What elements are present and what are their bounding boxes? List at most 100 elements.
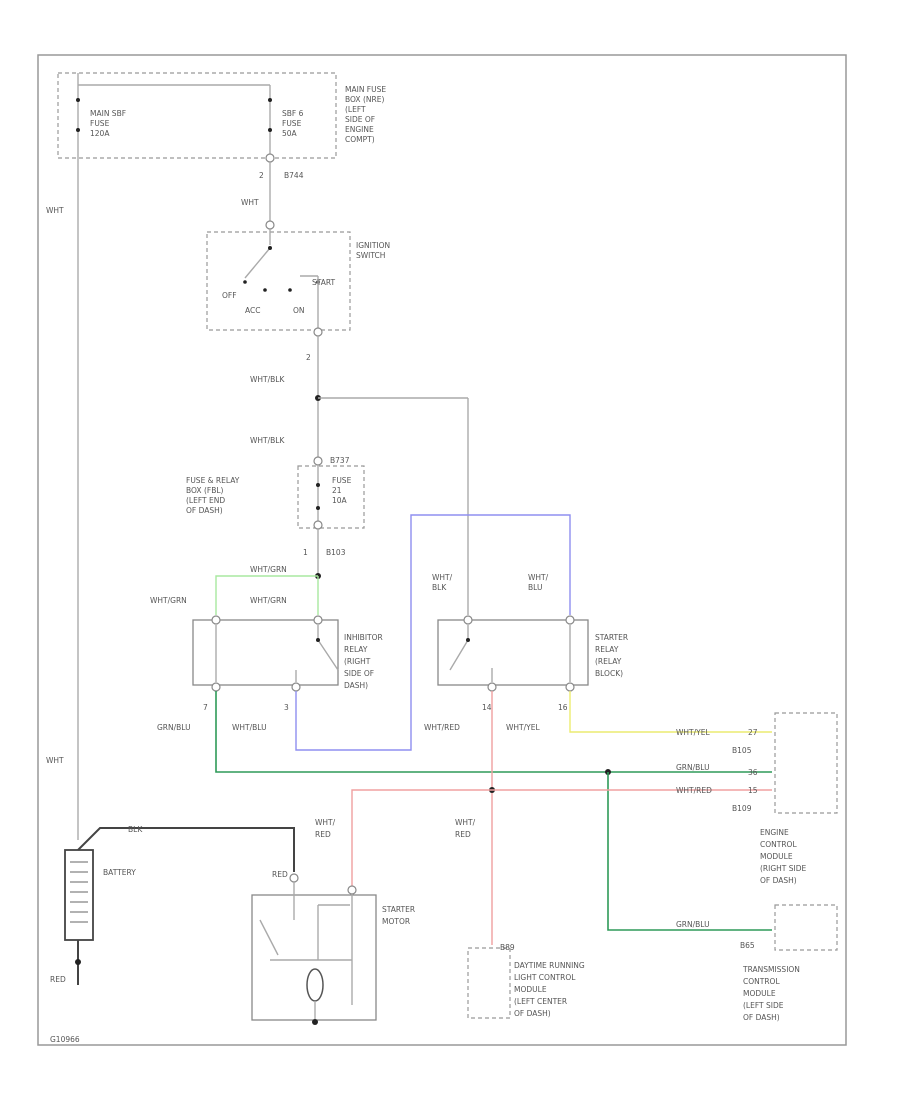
- label-line: CONTROL: [760, 840, 797, 849]
- wht-left-label: WHT: [46, 206, 64, 215]
- blk-bat-label: BLK: [128, 825, 143, 834]
- grn-blu-right-label: GRN/BLU: [676, 763, 710, 772]
- b65-label: B65: [740, 941, 755, 950]
- wht-blk-label-1: WHT/BLK: [250, 375, 285, 384]
- wht-blk-label-2: WHT/BLK: [250, 436, 285, 445]
- label-line: BLOCK): [595, 669, 623, 678]
- label-line: FUSE: [282, 119, 302, 128]
- label-line: TRANSMISSION: [742, 965, 800, 974]
- label-line: MAIN SBF: [90, 109, 126, 118]
- label-line: FUSE: [332, 476, 352, 485]
- red-starter-label: RED: [272, 870, 288, 879]
- battery-label: BATTERY: [103, 868, 136, 877]
- label-line: MOTOR: [382, 917, 410, 926]
- pin-1-label: 1: [303, 548, 308, 557]
- label-line: BLK: [432, 583, 447, 592]
- ignition-start-label: START: [312, 278, 336, 287]
- label-line: SBF 6: [282, 109, 304, 118]
- wht-red-drl-label: WHT/RED: [455, 818, 476, 839]
- pin-3-label: 3: [284, 703, 289, 712]
- label-line: (LEFT: [345, 105, 366, 114]
- wht-red-right-label: WHT/RED: [676, 786, 712, 795]
- label-line: DASH): [344, 681, 368, 690]
- label-line: FUSE & RELAY: [186, 476, 240, 485]
- battery-cells: [70, 861, 88, 923]
- label-line: LIGHT CONTROL: [514, 973, 576, 982]
- label-line: (RELAY: [595, 657, 622, 666]
- lightgreen-wire: [215, 575, 318, 615]
- starter-relay-box: [437, 619, 589, 686]
- b103-label: B103: [326, 548, 346, 557]
- wht-left-bottom-label: WHT: [46, 756, 64, 765]
- wht-grn-right-label: WHT/GRN: [250, 596, 287, 605]
- yellow-wire: [569, 691, 772, 733]
- battery-box: [64, 849, 94, 941]
- label-line: 10A: [332, 496, 348, 505]
- pin-2-label: 2: [259, 171, 264, 180]
- label-line: WHT/: [455, 818, 476, 827]
- b105-label: B105: [732, 746, 752, 755]
- label-line: RED: [455, 830, 471, 839]
- blue-wire: [295, 514, 571, 751]
- b737-label: B737: [330, 456, 350, 465]
- wht-blu-conn-label: WHT/BLU: [528, 573, 549, 592]
- grn-blu-label: GRN/BLU: [157, 723, 191, 732]
- label-line: (RIGHT SIDE: [760, 864, 807, 873]
- label-line: BLU: [528, 583, 542, 592]
- red-wire-ecm: [351, 789, 772, 888]
- label-line: WHT/: [315, 818, 336, 827]
- wht-wire-label: WHT: [241, 198, 259, 207]
- green-wire: [215, 691, 772, 773]
- label-line: (RIGHT: [344, 657, 371, 666]
- label-line: INHIBITOR: [344, 633, 383, 642]
- pin-7-label: 7: [203, 703, 208, 712]
- wht-blk-conn-label: WHT/BLK: [432, 573, 453, 592]
- label-line: ENGINE: [345, 125, 374, 134]
- label-line: (LEFT CENTER: [514, 997, 567, 1006]
- label-line: MODULE: [743, 989, 776, 998]
- ignition-on-label: ON: [293, 306, 305, 315]
- pin-15-label: 15: [748, 786, 758, 795]
- grn-blu-tcm-label: GRN/BLU: [676, 920, 710, 929]
- wht-grn-left-label: WHT/GRN: [150, 596, 187, 605]
- label-line: COMPT): [345, 135, 375, 144]
- pin-36-label: 36: [748, 768, 758, 777]
- pin-27-label: 27: [748, 728, 758, 737]
- green-wire-tcm: [607, 772, 772, 931]
- label-line: CONTROL: [743, 977, 780, 986]
- label-line: RELAY: [344, 645, 368, 654]
- label-line: (LEFT SIDE: [743, 1001, 784, 1010]
- inhibitor-relay-box: [192, 619, 339, 686]
- label-line: BOX (NRE): [345, 95, 384, 104]
- label-line: OF DASH): [760, 876, 797, 885]
- starter-motor-armature: [306, 968, 324, 1002]
- inhibitor-relay-label: INHIBITOR RELAY (RIGHT SIDE OF DASH): [344, 633, 383, 690]
- wht-red-starter-label: WHT/RED: [315, 818, 336, 839]
- wht-yel-label: WHT/YEL: [506, 723, 540, 732]
- ecm-box: [774, 712, 838, 814]
- label-line: RED: [315, 830, 331, 839]
- ignition-switch-box: [206, 231, 351, 331]
- label-line: WHT/: [432, 573, 453, 582]
- label-line: FUSE: [90, 119, 110, 128]
- pin-16-label: 16: [558, 703, 568, 712]
- label-line: WHT/: [528, 573, 549, 582]
- label-line: DAYTIME RUNNING: [514, 961, 585, 970]
- footer-id: G10966: [50, 1035, 80, 1044]
- wht-yel-right-label: WHT/YEL: [676, 728, 710, 737]
- label-line: SIDE OF: [345, 115, 375, 124]
- label-line: SIDE OF: [344, 669, 374, 678]
- wht-grn-top-label: WHT/GRN: [250, 565, 287, 574]
- label-line: STARTER: [382, 905, 415, 914]
- label-line: 120A: [90, 129, 110, 138]
- label-line: (LEFT END: [186, 496, 225, 505]
